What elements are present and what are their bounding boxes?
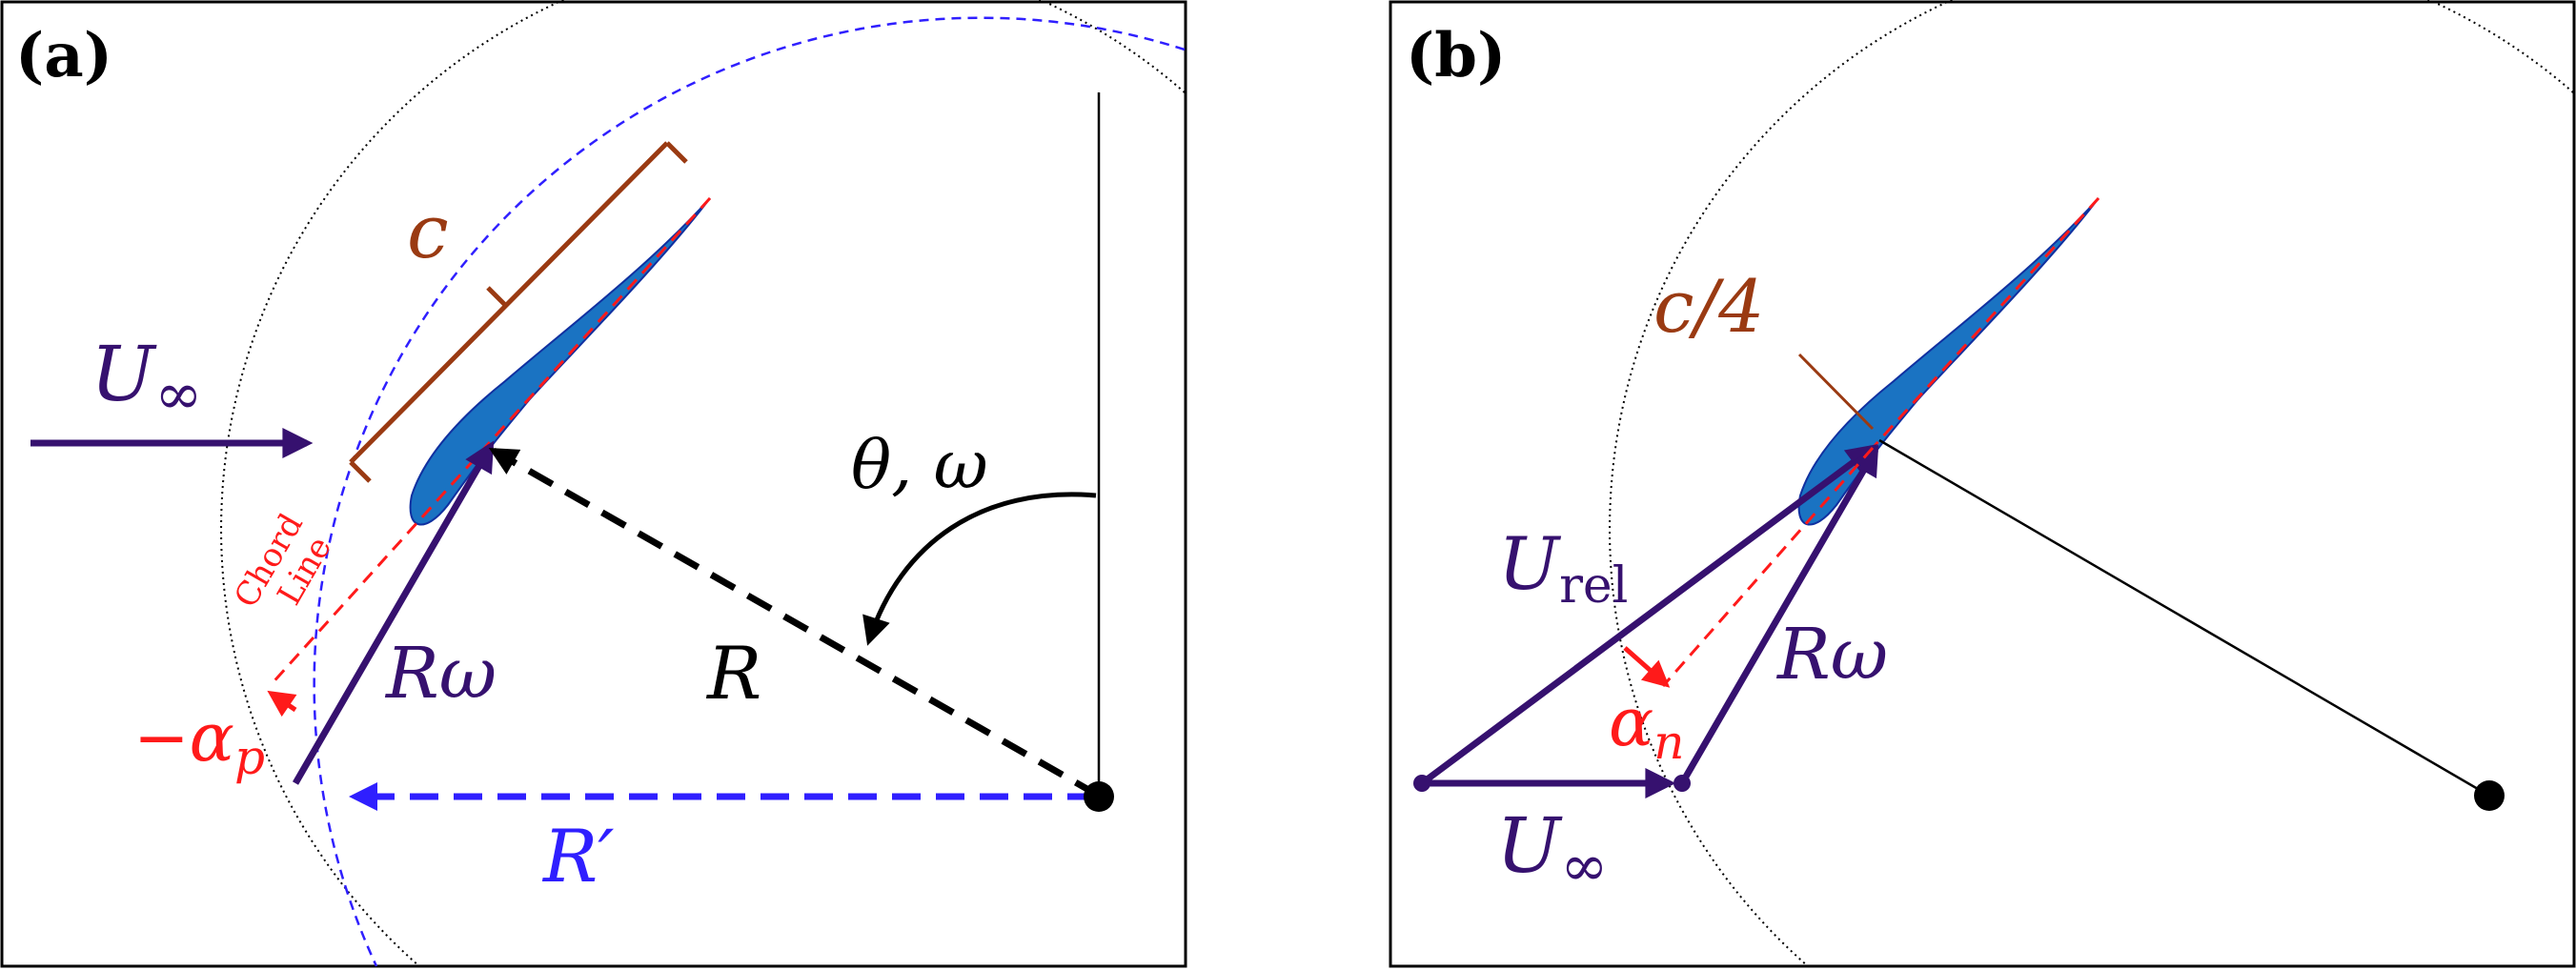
chord-label-a: c	[407, 190, 449, 275]
radius-arrow-a	[488, 447, 1101, 799]
quarter-chord-marker-b	[1797, 353, 1875, 431]
freestream-label-a: U∞	[91, 330, 202, 428]
freestream-label-b: U∞	[1496, 801, 1608, 899]
relative-velocity-arrow-b	[1419, 444, 1878, 786]
chord-extension-b	[1661, 447, 1875, 687]
rotational-velocity-label-a: Rω	[384, 633, 497, 715]
rotational-velocity-arrow-b	[1678, 444, 1879, 785]
aoa-label-b: αn	[1609, 683, 1684, 770]
rotor-center-b	[2474, 780, 2505, 811]
pitch-label-a: −αp	[133, 698, 265, 785]
pitch-arrow-a	[267, 690, 297, 717]
panel-a-label: (a)	[15, 20, 112, 91]
rotational-velocity-label-b: Rω	[1775, 614, 1888, 696]
panel-b-frame	[1389, 0, 2576, 968]
radius-prime-label-a: R′	[541, 814, 614, 899]
rotor-path-b	[1609, 0, 2574, 967]
offset-circle-a	[313, 16, 1186, 967]
rotor-path-a	[220, 0, 1186, 967]
chord-bracket-a	[349, 141, 688, 483]
radius-line-b	[1878, 438, 2490, 798]
panel-b-label: (b)	[1406, 20, 1506, 91]
chord-line-label-a: Chord Line	[227, 498, 347, 633]
quarter-chord-label-b: c/4	[1653, 264, 1765, 349]
triangle-vertex-left-b	[1413, 775, 1430, 792]
aoa-arrow-b	[1623, 646, 1671, 688]
rotational-velocity-arrow-a	[292, 440, 495, 785]
angle-label-a: θ, ω	[851, 426, 988, 504]
rotor-center-a	[1084, 781, 1114, 812]
radius-label-a: R	[705, 631, 761, 716]
relative-velocity-label-b: Urel	[1498, 521, 1628, 615]
panel-b: (b) c/4 Urel Rω αn U∞	[1389, 0, 2576, 968]
triangle-vertex-right-b	[1673, 775, 1691, 792]
chord-line-b	[1871, 196, 2100, 450]
angle-arc-a	[862, 492, 1097, 646]
panel-a-frame	[0, 0, 1187, 968]
panel-a: (a) c U∞	[0, 0, 1187, 968]
